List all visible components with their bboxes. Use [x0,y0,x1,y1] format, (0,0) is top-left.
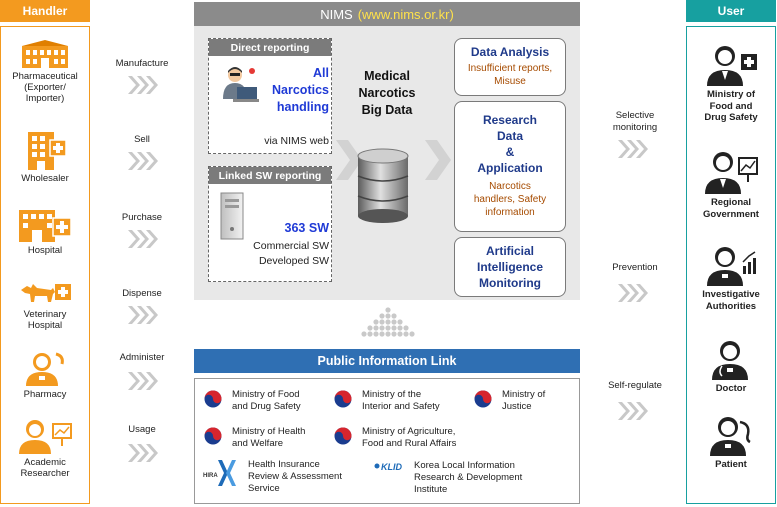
chevron-arrow-icon [618,402,648,420]
database-icon [357,148,409,223]
handler-academic-label: Academic Researcher [20,457,70,479]
chevron-arrow-icon [618,140,648,158]
ai-monitoring-box: Artificial Intelligence Monitoring [454,237,566,297]
pharmacy-building-icon [28,132,67,170]
arrow-right-big-icon [425,140,451,180]
doctor-icon [712,341,748,380]
hospital-building-icon [19,210,72,242]
handler-academic-researcher: Academic Researcher [0,418,90,479]
user-doctor: Doctor [686,340,776,395]
linked-sw-sub: Commercial SW Developed SW [253,240,329,267]
handler-veterinary-label: Veterinary Hospital [23,309,67,331]
official-medical-cross-icon [707,46,757,86]
agency-moj: Ministry of Justice [502,389,546,412]
handler-hospital: Hospital [0,206,90,256]
chevron-arrow-icon [128,152,158,170]
server-tower-icon [220,192,244,240]
arrow-label-manufacture: Manufacture [115,58,169,69]
user-header: User [686,0,776,22]
handler-pharmacy: Pharmacy [0,350,90,400]
user-investigative-label: Investigative Authorities [702,289,760,312]
klid-logo-icon: KLID [374,462,402,472]
dog-clinic-icon [21,284,71,302]
user-panel [686,26,776,504]
direct-reporting-box: Direct reporting All Narcotics handling … [208,38,332,154]
korea-gov-emblem-icon [334,390,352,408]
arrow-label-self-regulate: Self-regulate [608,380,662,391]
handler-pharmaceutical-label: Pharmaceutical (Exporter/ Importer) [12,71,78,104]
data-analysis-sub: Insufficient reports, Misuse [467,63,553,87]
arrow-label-usage: Usage [128,424,156,435]
direct-reporting-heading: Direct reporting [209,39,331,56]
user-mfds: Ministry of Food and Drug Safety [686,44,776,124]
investigator-graph-icon [707,247,756,286]
chevron-arrow-icon [618,284,648,302]
korea-gov-emblem-icon [204,427,222,445]
arrow-label-selective-monitoring: Selective monitoring [612,110,658,133]
korea-gov-emblem-icon [204,390,222,408]
agency-mafra: Ministry of Agriculture, Food and Rural … [362,426,457,449]
korea-gov-emblem-icon [334,427,352,445]
user-mfds-label: Ministry of Food and Drug Safety [704,89,758,123]
public-info-link-panel [194,378,580,504]
big-data-title: Medical Narcotics Big Data [358,69,416,117]
user-regional-government: Regional Government [686,150,776,220]
research-data-sub: Narcotics handlers, Safety information [473,181,547,218]
chevron-arrow-icon [128,230,158,248]
user-investigative-authorities: Investigative Authorities [686,246,776,312]
arrow-label-dispense: Dispense [122,288,162,299]
nims-url-link[interactable]: (www.nims.or.kr) [357,6,454,22]
chevron-arrow-icon [128,306,158,324]
handler-wholesaler-label: Wholesaler [21,173,69,184]
chevron-arrow-icon [128,372,158,390]
linked-sw-heading: Linked SW reporting [209,167,331,184]
research-data-title: Research Data & Application [477,113,543,175]
patient-stethoscope-icon [710,417,751,456]
agency-klid: Korea Local Information Research & Devel… [414,460,523,495]
public-info-link-header: Public Information Link [194,349,580,373]
hira-logo-icon: HIRA [203,460,236,486]
user-patient: Patient [686,416,776,471]
agency-mfds: Ministry of Food and Drug Safety [232,389,301,412]
agency-mois: Ministry of the Interior and Safety [362,389,440,412]
agency-hira: Health Insurance Review & Assessment Ser… [248,459,342,494]
nims-title-bar: NIMS (www.nims.or.kr) [194,2,580,26]
linked-sw-main: 363 SW [284,221,329,235]
agency-mohw: Ministry of Health and Welfare [232,426,306,449]
presenter-chart-icon [705,152,758,194]
user-regional-label: Regional Government [703,197,759,220]
ai-monitoring-title: Artificial Intelligence Monitoring [476,244,544,290]
pharmacist-icon [26,352,64,386]
user-doctor-label: Doctor [715,383,747,394]
arrow-right-big-icon [336,140,362,180]
user-patient-label: Patient [715,459,747,470]
data-analysis-title: Data Analysis [470,45,550,59]
researcher-presentation-icon [19,420,72,454]
handler-panel [0,26,90,504]
handler-veterinary-hospital: Veterinary Hospital [0,280,90,331]
research-data-box: Research Data & Application Narcotics ha… [454,101,566,232]
chevron-arrow-icon [128,444,158,462]
direct-reporting-main: All Narcotics handling [272,66,329,114]
handler-pharmaceutical: Pharmaceutical (Exporter/ Importer) [0,40,90,104]
direct-reporting-sub: via NIMS web [264,135,329,147]
handler-hospital-label: Hospital [27,245,63,256]
handler-pharmacy-label: Pharmacy [23,389,67,400]
klid-logo-text: KLID [381,462,402,472]
arrow-label-sell: Sell [134,134,150,145]
arrow-label-prevention: Prevention [612,262,658,273]
nims-title: NIMS [320,6,353,22]
arrow-label-purchase: Purchase [121,212,163,223]
data-analysis-box: Data Analysis Insufficient reports, Misu… [454,38,566,96]
upward-dots-icon [361,307,415,337]
factory-building-icon [22,40,68,68]
linked-sw-box: Linked SW reporting 363 SW Commercial SW… [208,166,332,282]
handler-header: Handler [0,0,90,22]
hira-logo-text: HIRA [203,473,218,479]
arrow-label-administer: Administer [119,352,165,363]
computer-user-icon [223,67,259,102]
handler-wholesaler: Wholesaler [0,128,90,184]
korea-gov-emblem-icon [474,390,492,408]
chevron-arrow-icon [128,76,158,94]
